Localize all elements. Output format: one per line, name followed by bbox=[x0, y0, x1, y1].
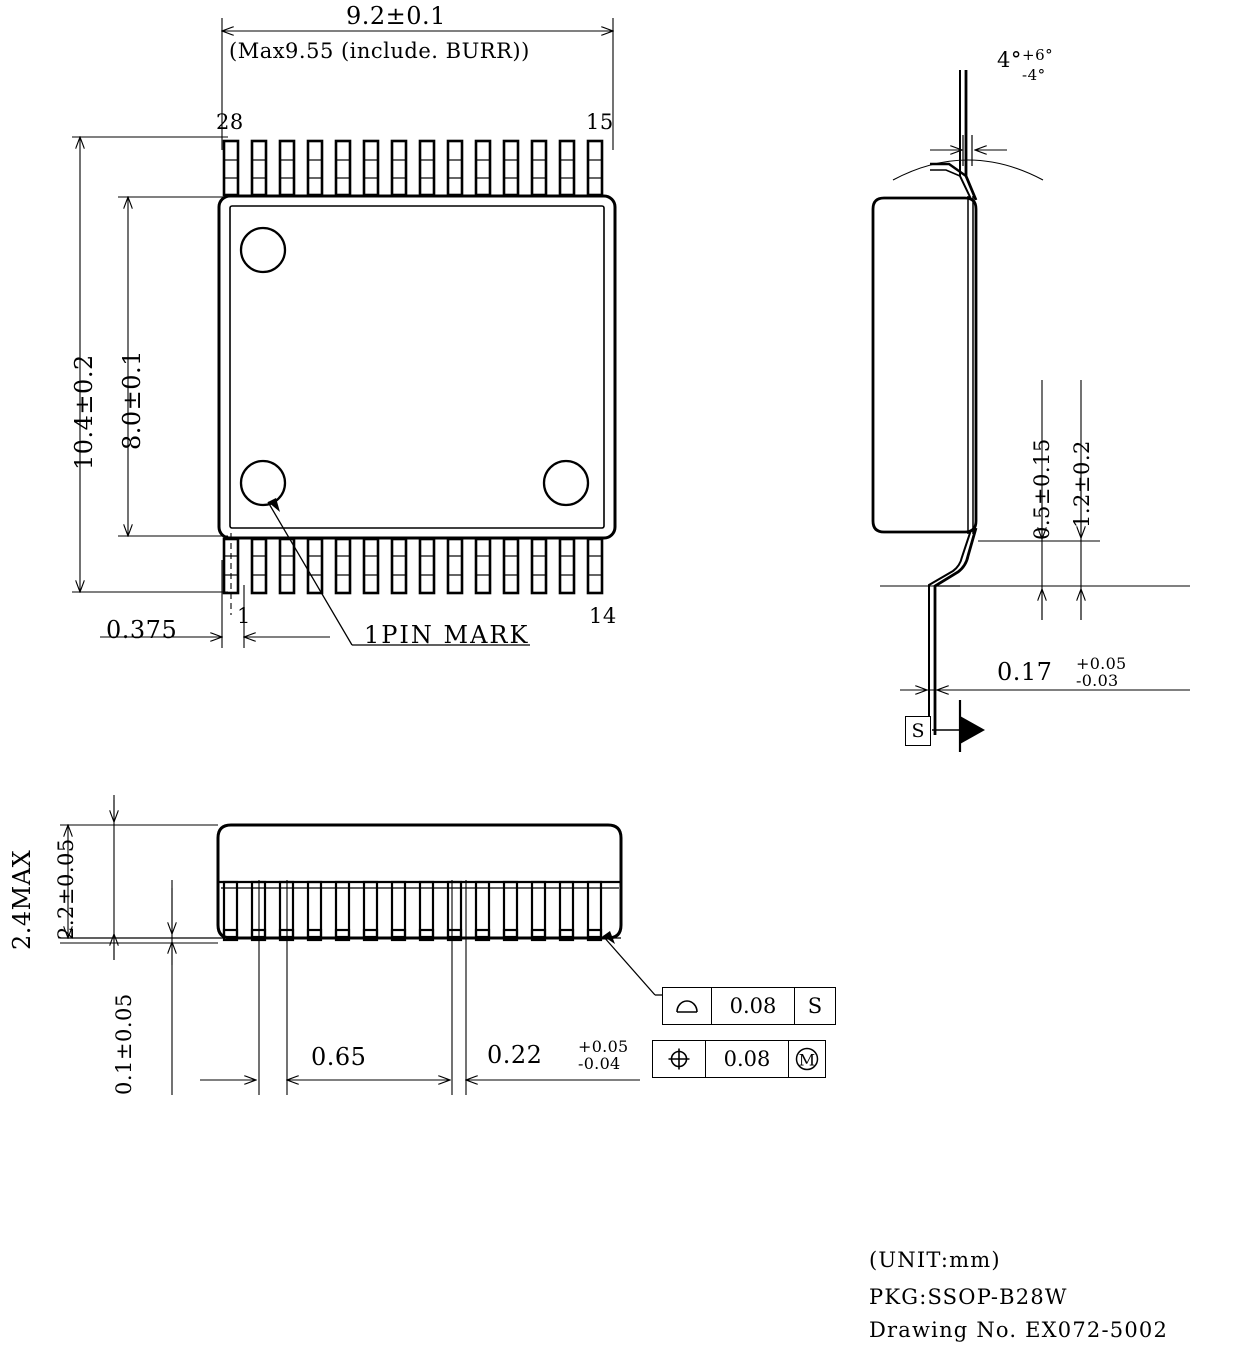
package-name: PKG:SSOP-B28W bbox=[869, 1285, 1068, 1309]
gdt-flatness-frame: 0.08 S bbox=[662, 987, 836, 1025]
top-view-width-note: (Max9.55 (include. BURR)) bbox=[229, 39, 530, 63]
side-view-standoff-dim: 0.5±0.15 bbox=[1030, 438, 1054, 540]
lead-thickness-minus-tol: -0.03 bbox=[1076, 671, 1119, 691]
pin-number-14: 14 bbox=[589, 604, 617, 628]
top-view-body-height-dim: 8.0±0.1 bbox=[118, 350, 146, 450]
lead-width-plus-tol: +0.05 bbox=[578, 1037, 629, 1056]
lead-width-minus-tol: -0.04 bbox=[578, 1054, 621, 1074]
svg-text:M: M bbox=[799, 1051, 815, 1070]
pin-number-1: 1 bbox=[237, 604, 251, 628]
lead-width-value: 0.22 bbox=[487, 1041, 543, 1069]
gdt-flatness-datum: S bbox=[807, 994, 823, 1018]
top-view-overall-height-dim: 10.4±0.2 bbox=[70, 354, 98, 470]
lead-thickness-value: 0.17 bbox=[997, 658, 1053, 686]
pin-number-28: 28 bbox=[216, 110, 244, 134]
front-view-standoff-dim: 0.1±0.05 bbox=[112, 993, 136, 1095]
front-view-total-height-dim: 2.4MAX bbox=[8, 849, 36, 950]
pin-number-15: 15 bbox=[586, 110, 614, 134]
position-glyph bbox=[668, 1048, 690, 1070]
lead-angle-minus-tol: -4° bbox=[1022, 66, 1046, 84]
position-icon bbox=[653, 1041, 706, 1077]
gdt-position-frame: 0.08 M bbox=[652, 1040, 826, 1078]
lead-pitch-dim: 0.65 bbox=[311, 1043, 367, 1071]
datum-label-s: S bbox=[911, 720, 925, 742]
profile-surface-glyph bbox=[676, 1000, 698, 1013]
unit-note: (UNIT:mm) bbox=[869, 1248, 1001, 1272]
mmc-modifier-icon: M bbox=[795, 1047, 819, 1071]
side-view-foot-length-dim: 1.2±0.2 bbox=[1070, 440, 1094, 528]
drawing-number: Drawing No. EX072-5002 bbox=[869, 1318, 1169, 1342]
front-view-body-height-dim: 2.2±0.05 bbox=[54, 838, 78, 940]
gdt-position-tolerance: 0.08 bbox=[706, 1041, 789, 1077]
gdt-flatness-tolerance: 0.08 bbox=[712, 988, 795, 1024]
top-view-pin-offset-dim: 0.375 bbox=[106, 616, 178, 644]
profile-surface-icon bbox=[663, 988, 712, 1024]
gdt-position-modifier: M bbox=[789, 1041, 825, 1077]
lead-angle-value: 4° bbox=[997, 48, 1022, 72]
top-view-width-dim: 9.2±0.1 bbox=[346, 2, 446, 30]
pin-mark-label: 1PIN MARK bbox=[364, 621, 530, 649]
datum-feature-s-box: S bbox=[905, 716, 931, 746]
lead-thickness-plus-tol: +0.05 bbox=[1076, 654, 1127, 673]
lead-angle-plus-tol: +6° bbox=[1022, 46, 1054, 64]
